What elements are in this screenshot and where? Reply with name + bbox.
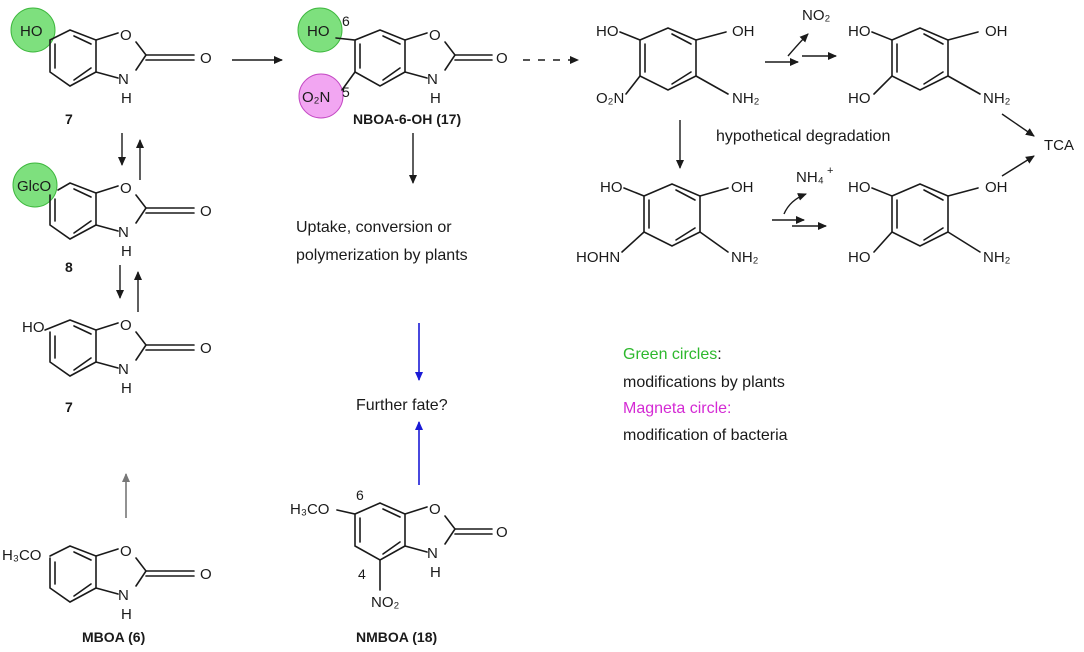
position-4: 4 <box>358 566 366 582</box>
compound-label: MBOA (6) <box>82 629 145 645</box>
compound-label: NMBOA (18) <box>356 629 437 645</box>
uptake-text-line1: Uptake, conversion or <box>296 219 452 236</box>
ring-oxygen: O <box>429 27 441 44</box>
ring-hydrogen: H <box>430 564 441 581</box>
legend-magenta-title: Magneta circle: <box>623 400 732 417</box>
compound-7-mid: HO O N H O 7 <box>22 317 212 415</box>
substituent-methoxy: H₃CO <box>2 547 41 564</box>
curved-arrow-no2 <box>787 33 809 57</box>
carbonyl-oxygen: O <box>200 566 212 583</box>
legend-green-row: Green circles: <box>623 346 722 363</box>
substituent-ho: HO <box>20 23 43 40</box>
hydroxyl-1: HO <box>600 179 623 196</box>
substituent-ho: HO <box>307 23 330 40</box>
compound-number: 8 <box>65 259 73 275</box>
ring-nitrogen: N <box>118 224 129 241</box>
product-aminobenzenetriol-top: HO OH HO NH₂ <box>848 23 1011 107</box>
ring-oxygen: O <box>120 27 132 44</box>
product-aminobenzenetriol-bottom: HO OH HO NH₂ <box>848 179 1011 266</box>
ring-oxygen: O <box>120 317 132 334</box>
legend-magenta-desc: modification of bacteria <box>623 427 788 444</box>
hydroxyl-2: OH <box>985 23 1008 40</box>
hydroxyl-1: HO <box>848 23 871 40</box>
hydroxyl-3: HO <box>848 90 871 107</box>
carbonyl-oxygen: O <box>496 50 508 67</box>
hydroxyl-2: OH <box>731 179 754 196</box>
amino-group: NH₂ <box>731 249 759 266</box>
amino-group: NH₂ <box>983 90 1011 107</box>
compound-nboa-6-oh: HO O₂N 6 5 O N H O NBOA-6-OH (17) <box>297 7 508 127</box>
legend-green-title: Green circles <box>623 346 717 363</box>
ring-hydrogen: H <box>121 380 132 397</box>
further-fate-text: Further fate? <box>356 397 448 414</box>
hydroxyl-2: OH <box>732 23 755 40</box>
legend-green-colon: : <box>717 346 721 363</box>
ring-hydrogen: H <box>430 90 441 107</box>
substituent-ho: HO <box>22 319 45 336</box>
ring-nitrogen: N <box>427 545 438 562</box>
green-circle-glco-8 <box>12 162 58 208</box>
ring-oxygen: O <box>120 180 132 197</box>
compound-nmboa: H₃CO 6 4 NO₂ O N H O NMBOA (18) <box>290 487 508 645</box>
compound-label: NBOA-6-OH (17) <box>353 111 461 127</box>
position-6: 6 <box>342 13 350 29</box>
green-circle-ho-nboa <box>297 7 343 53</box>
carbonyl-oxygen: O <box>200 50 212 67</box>
ring-oxygen: O <box>120 543 132 560</box>
arrow-p2-to-tca <box>1001 113 1035 137</box>
product-hydroxylamino: HO OH HOHN NH₂ <box>576 179 759 266</box>
hypothetical-degradation-text: hypothetical degradation <box>716 128 890 145</box>
hydroxyl-1: HO <box>596 23 619 40</box>
ring-oxygen: O <box>429 501 441 518</box>
position-6: 6 <box>356 487 364 503</box>
curved-arrow-nh4 <box>783 193 807 215</box>
hydroxyl-3: HO <box>848 249 871 266</box>
ring-nitrogen: N <box>118 71 129 88</box>
position-5: 5 <box>342 84 350 100</box>
nitro-group: O₂N <box>596 90 624 107</box>
amino-group: NH₂ <box>732 90 760 107</box>
compound-8: GlcO O N H O 8 <box>12 162 212 275</box>
hydroxylamino-group: HOHN <box>576 249 620 266</box>
legend: Green circles: modifications by plants M… <box>623 346 788 444</box>
amino-group: NH₂ <box>983 249 1011 266</box>
tca-label: TCA <box>1044 137 1074 154</box>
uptake-text-line2: polymerization by plants <box>296 247 468 264</box>
substituent-glco: GlcO <box>17 178 51 195</box>
magenta-circle-nitro <box>298 73 344 119</box>
carbonyl-oxygen: O <box>200 340 212 357</box>
carbonyl-oxygen: O <box>496 524 508 541</box>
nh4-charge: + <box>827 165 833 177</box>
arrow-p4-to-tca <box>1001 155 1035 177</box>
substituent-nitro: O₂N <box>302 89 330 106</box>
hydroxyl-2: OH <box>985 179 1008 196</box>
ring-hydrogen: H <box>121 90 132 107</box>
carbonyl-oxygen: O <box>200 203 212 220</box>
compound-7-top: HO O N H O 7 <box>10 7 212 127</box>
ring-hydrogen: H <box>121 606 132 623</box>
legend-green-desc: modifications by plants <box>623 374 785 391</box>
ring-nitrogen: N <box>118 587 129 604</box>
hydroxyl-1: HO <box>848 179 871 196</box>
no2-release: NO₂ <box>802 7 831 24</box>
product-nitro-aminohydroquinone: HO OH O₂N NH₂ <box>596 23 760 107</box>
nh4-release: NH₄ <box>796 169 824 186</box>
compound-mboa: H₃CO O N H O MBOA (6) <box>2 543 212 645</box>
ring-nitrogen: N <box>118 361 129 378</box>
green-circle-ho-7 <box>10 7 56 53</box>
ring-nitrogen: N <box>427 71 438 88</box>
ring-hydrogen: H <box>121 243 132 260</box>
compound-number: 7 <box>65 111 73 127</box>
substituent-nitro: NO₂ <box>371 594 400 611</box>
substituent-methoxy: H₃CO <box>290 501 329 518</box>
compound-number: 7 <box>65 399 73 415</box>
